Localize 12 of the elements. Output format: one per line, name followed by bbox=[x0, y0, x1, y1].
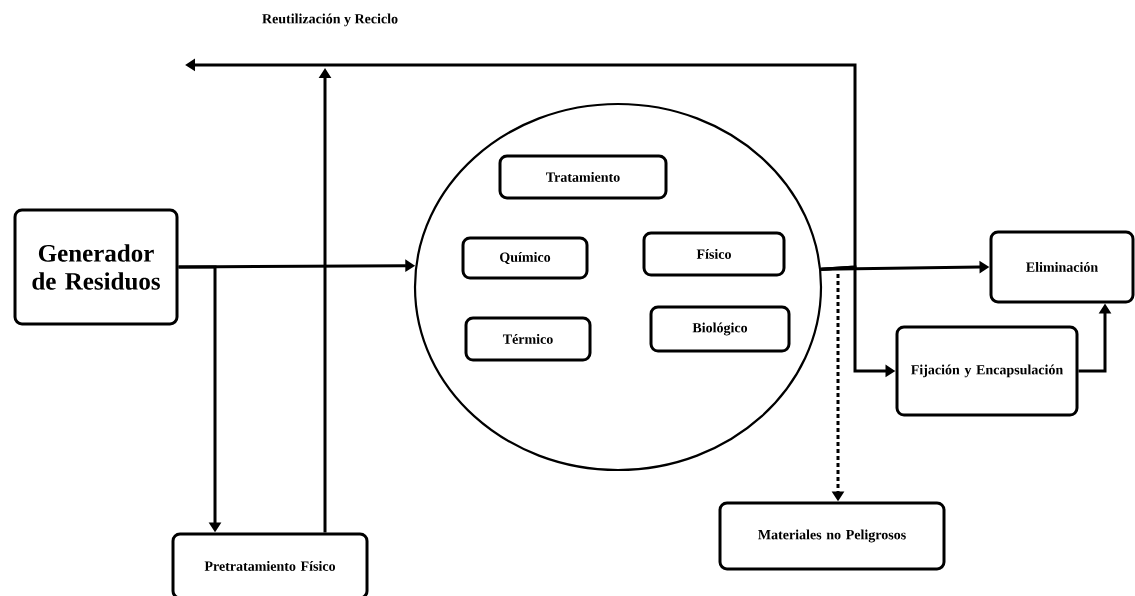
process-box: Generador de Residuos bbox=[13, 208, 179, 326]
process-box: Químico bbox=[461, 236, 589, 280]
edge-label: Reutilización y Reciclo bbox=[259, 11, 401, 29]
process-box: Materiales no Peligrosos bbox=[718, 501, 946, 571]
process-box: Eliminación bbox=[989, 230, 1135, 304]
process-box: Tratamiento bbox=[498, 154, 668, 200]
process-box: Fijación y Encapsulación bbox=[895, 325, 1079, 417]
treatment-ellipse bbox=[413, 102, 823, 472]
process-box: Térmico bbox=[464, 316, 592, 362]
process-box: Físico bbox=[642, 231, 786, 277]
process-box: Biológico bbox=[649, 305, 791, 353]
process-box: Pretratamiento Físico bbox=[171, 532, 369, 596]
